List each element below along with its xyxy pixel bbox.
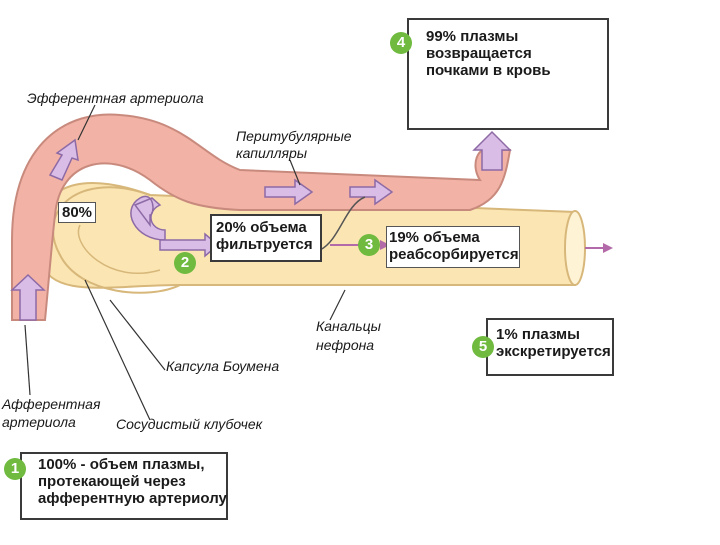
step-3-box — [386, 226, 520, 268]
leader-lines — [24, 104, 346, 421]
step-4-box — [407, 18, 609, 130]
step-5-line2: экскретируется — [496, 343, 611, 360]
tubules-label-line1: Канальцы — [316, 318, 381, 334]
step-2-line2: фильтруется — [216, 236, 313, 253]
afferent-label-line2: артериола — [2, 414, 76, 430]
efferent-arrow — [48, 138, 79, 181]
step-1-line3: афферентную артериолу — [38, 490, 227, 507]
bowman-capsule-label: Капсула Боумена — [166, 358, 280, 374]
tubules-label-line2: нефрона — [316, 337, 375, 353]
step-5-text: 1% плазмы экскретируется — [496, 326, 611, 360]
step-5-box — [486, 318, 614, 376]
loop-arrow — [130, 195, 166, 241]
step-2-line1: 20% объема — [216, 219, 307, 236]
step-4-badge: 4 — [390, 32, 412, 54]
step-4-line3: почками в кровь — [426, 62, 551, 79]
step-3-text: 19% объема реабсорбируется — [389, 229, 519, 263]
step-2-box — [210, 214, 322, 262]
step-3-badge: 3 — [358, 234, 380, 256]
flow-arrows — [10, 130, 512, 321]
step-5-line1: 1% плазмы — [496, 326, 580, 343]
reabsorb-arrowhead — [380, 240, 390, 250]
step-4-text: 99% плазмы возвращается почками в кровь — [426, 28, 551, 79]
blood-vessel — [11, 113, 512, 321]
percent-80-label: 80% — [58, 202, 97, 223]
afferent-label-line1: Афферентная — [2, 396, 101, 412]
step-1-box — [20, 452, 228, 520]
step-3-line1: 19% объема — [389, 229, 480, 246]
step-1-line1: 100% - объем плазмы, — [38, 456, 205, 473]
return-arrow — [472, 130, 512, 171]
afferent-arrow — [10, 273, 46, 321]
capillary-arrow-2 — [349, 178, 394, 206]
step-3-line2: реабсорбируется — [389, 246, 519, 263]
glomerulus-label: Сосудистый клубочек — [116, 416, 263, 432]
step-2-text: 20% объема фильтруется — [216, 219, 313, 253]
step-1-badge: 1 — [4, 458, 26, 480]
filtrate-line — [319, 196, 366, 251]
capillary-arrow-1 — [264, 178, 314, 206]
step-5-badge: 5 — [472, 336, 494, 358]
step-4-line2: возвращается — [426, 45, 532, 62]
peritubular-label-line2: капилляры — [236, 145, 308, 161]
step-1-line2: протекающей через — [38, 473, 186, 490]
peritubular-label-line1: Перитубулярные — [236, 128, 352, 144]
exit-arrowhead — [603, 243, 613, 253]
step-1-text: 100% - объем плазмы, протекающей через а… — [38, 456, 227, 507]
efferent-label: Эфферентная артериола — [27, 90, 204, 106]
step-4-line1: 99% плазмы — [426, 28, 519, 45]
step-2-badge: 2 — [174, 252, 196, 274]
